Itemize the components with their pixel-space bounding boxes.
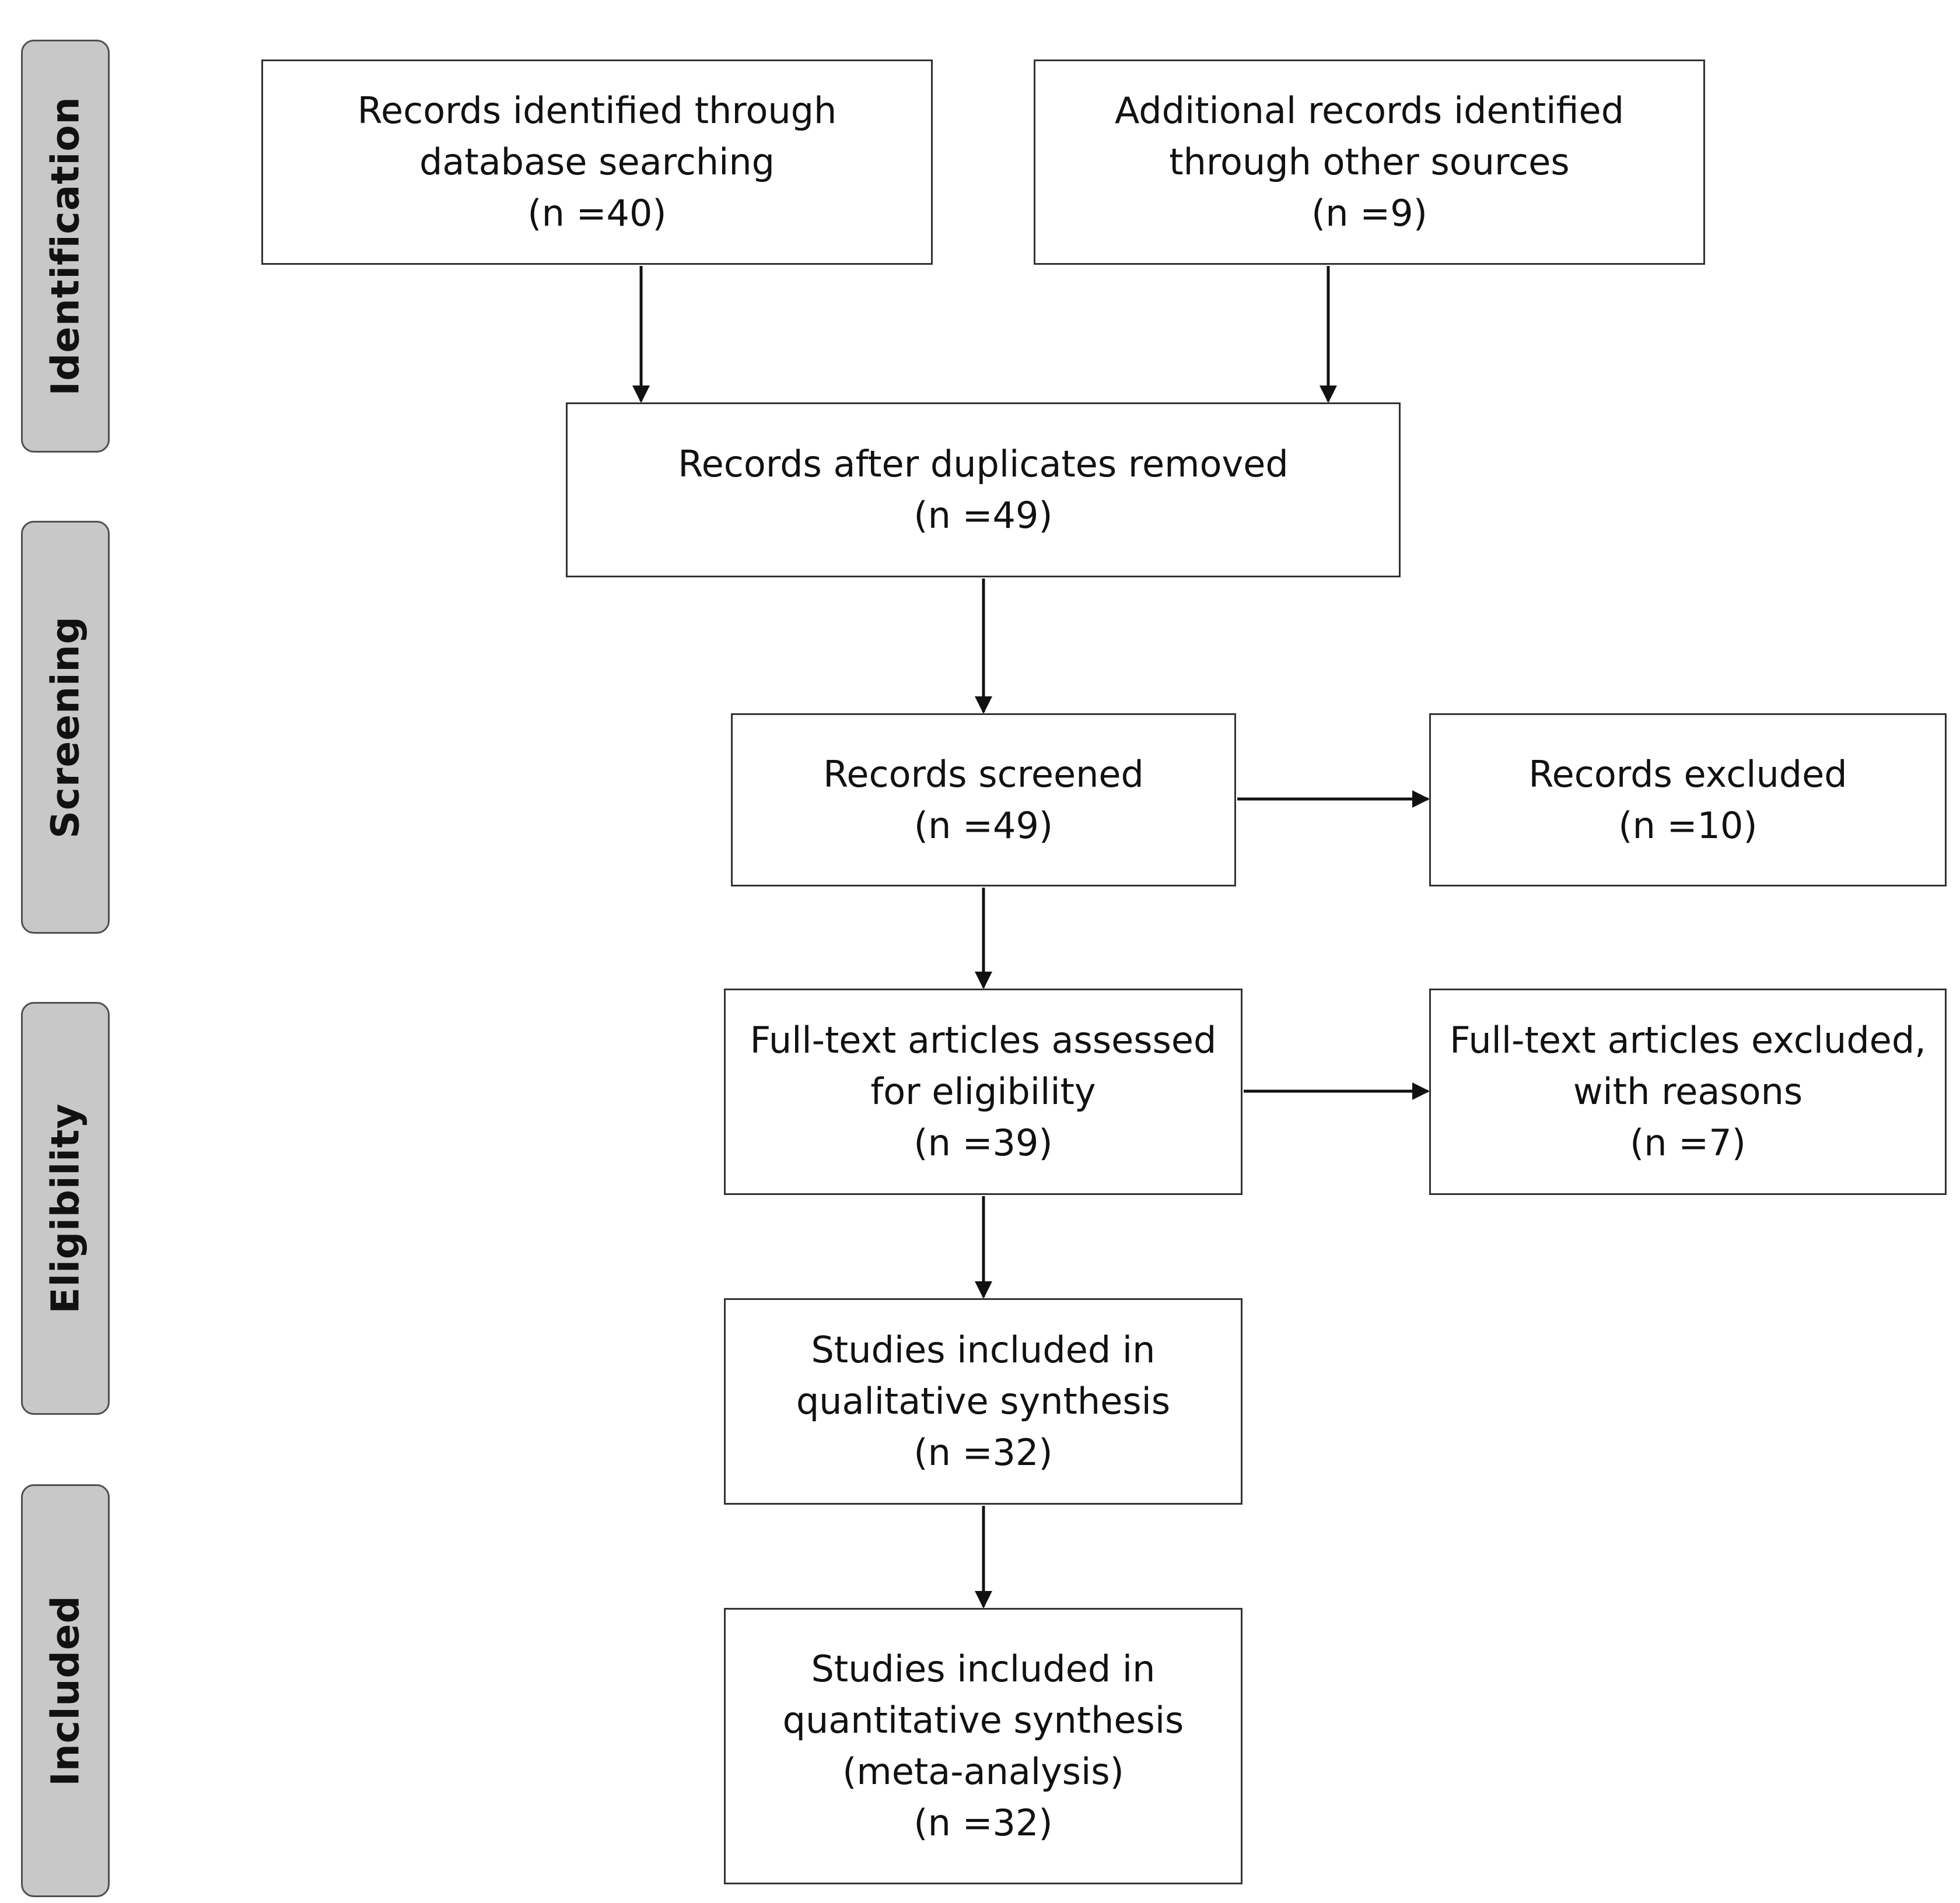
phase-included: Included bbox=[21, 1484, 110, 1897]
phase-screening: Screening bbox=[21, 521, 110, 934]
box-records-excluded: Records excluded (n =10) bbox=[1429, 713, 1947, 886]
box-line: Additional records identified bbox=[1114, 89, 1625, 132]
box-quantitative-synthesis: Studies included in quantitative synthes… bbox=[724, 1608, 1242, 1884]
box-line: Full-text articles excluded, bbox=[1450, 1019, 1926, 1061]
phase-eligibility: Eligibility bbox=[21, 1002, 110, 1415]
box-line: for eligibility bbox=[870, 1070, 1096, 1113]
box-other-sources: Additional records identified through ot… bbox=[1034, 59, 1705, 265]
box-line: Studies included in bbox=[811, 1648, 1156, 1690]
box-database-records: Records identified through database sear… bbox=[261, 59, 933, 265]
box-line: Studies included in bbox=[811, 1329, 1156, 1371]
box-line: quantitative synthesis bbox=[782, 1699, 1184, 1741]
box-line: database searching bbox=[419, 141, 775, 183]
box-line: (n =40) bbox=[527, 192, 667, 234]
box-fulltext-excluded: Full-text articles excluded, with reason… bbox=[1429, 989, 1947, 1195]
box-qualitative-synthesis: Studies included in qualitative synthesi… bbox=[724, 1298, 1242, 1505]
box-line: Records excluded bbox=[1528, 752, 1847, 795]
box-line: (n =9) bbox=[1311, 192, 1427, 234]
box-line: Records identified through bbox=[357, 89, 837, 132]
box-line: Records screened bbox=[823, 752, 1144, 795]
box-line: (n =10) bbox=[1618, 804, 1758, 847]
box-line: (n =39) bbox=[914, 1122, 1053, 1164]
box-line: (n =49) bbox=[914, 804, 1054, 847]
box-line: with reasons bbox=[1573, 1070, 1803, 1113]
phase-identification: Identification bbox=[21, 40, 110, 453]
box-line: qualitative synthesis bbox=[796, 1380, 1171, 1422]
box-line: (meta-analysis) bbox=[842, 1750, 1124, 1793]
box-line: Full-text articles assessed bbox=[750, 1019, 1217, 1061]
box-after-duplicates: Records after duplicates removed (n =49) bbox=[566, 402, 1401, 577]
box-records-screened: Records screened (n =49) bbox=[731, 713, 1236, 886]
box-fulltext-assessed: Full-text articles assessed for eligibil… bbox=[724, 989, 1242, 1195]
box-line: (n =49) bbox=[914, 494, 1053, 537]
box-line: Records after duplicates removed bbox=[678, 443, 1289, 485]
box-line: (n =7) bbox=[1630, 1122, 1746, 1164]
box-line: (n =32) bbox=[914, 1802, 1053, 1844]
box-line: (n =32) bbox=[914, 1431, 1053, 1474]
box-line: through other sources bbox=[1169, 141, 1570, 183]
